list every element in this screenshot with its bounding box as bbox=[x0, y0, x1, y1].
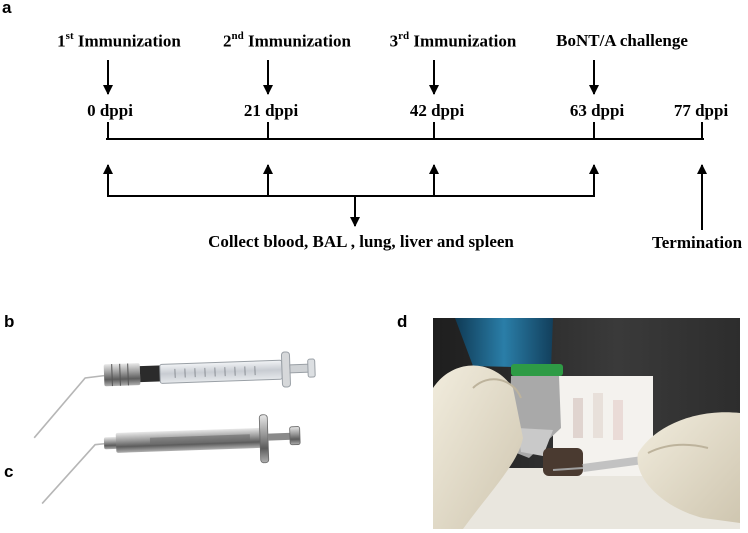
timepoint-label-42: 42 dppi bbox=[409, 101, 465, 120]
panel-label-d: d bbox=[397, 312, 408, 331]
collect-samples-label: Collect blood, BAL , lung, liver and spl… bbox=[208, 232, 514, 251]
termination-label: Termination bbox=[651, 233, 743, 252]
panel-label-b: b bbox=[4, 312, 15, 331]
timepoint-label-77: 77 dppi bbox=[673, 101, 729, 120]
timepoint-label-21: 21 dppi bbox=[243, 101, 299, 120]
photo-illustration bbox=[433, 318, 740, 529]
timepoint-label-0: 0 dppi bbox=[87, 101, 133, 120]
panel-label-c: c bbox=[4, 462, 14, 481]
timepoint-label-63: 63 dppi bbox=[569, 101, 625, 120]
event-label-3rd-immunization: 3rd Immunization bbox=[389, 30, 517, 51]
event-label-2nd-immunization: 2nd Immunization bbox=[223, 30, 351, 51]
panel-label-a: a bbox=[2, 0, 12, 17]
intratracheal-procedure-photo bbox=[433, 318, 740, 529]
event-label-bonta-challenge: BoNT/A challenge bbox=[556, 31, 688, 50]
event-label-1st-immunization: 1st Immunization bbox=[57, 30, 181, 51]
